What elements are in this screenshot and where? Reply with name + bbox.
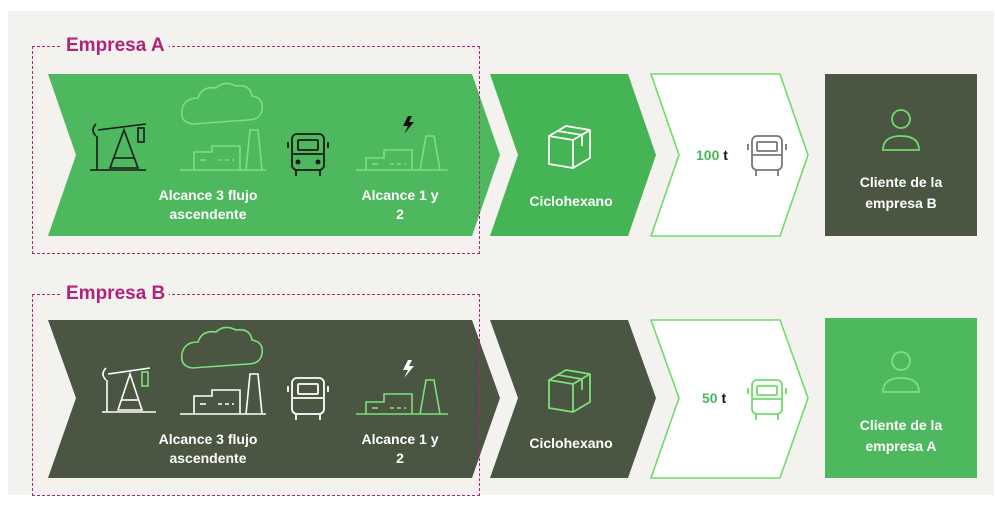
factory-icon — [180, 326, 266, 415]
row-b-customer-box — [825, 318, 977, 478]
row-a-company-dashed-frame — [32, 46, 480, 254]
bus-icon — [287, 377, 329, 420]
row-b-upstream-label: Alcance 3 flujo ascendente — [158, 431, 258, 466]
row-a-transport-chevron — [649, 73, 809, 237]
row-b-upstream-chevron — [48, 320, 500, 478]
row-a-quantity-value: 100 — [696, 147, 720, 163]
bus-icon — [747, 379, 787, 420]
row-a-upstream-label: Alcance 3 flujo ascendente — [158, 187, 258, 222]
bus-icon — [747, 135, 787, 176]
person-icon — [882, 109, 920, 151]
row-b-customer-label: Cliente de la empresa A — [859, 417, 943, 454]
row-a-scope-label: Alcance 1 y 2 — [361, 187, 439, 222]
row-b-quantity: 50 t — [702, 390, 726, 406]
row-b-scope-label: Alcance 1 y 2 — [361, 431, 439, 466]
lightning-factory-icon — [356, 379, 448, 415]
box-icon — [548, 125, 591, 169]
row-b-transport-chevron — [649, 319, 809, 479]
oil-pump-icon — [102, 367, 156, 413]
row-b-product-label: Ciclohexano — [529, 435, 613, 451]
lightning-factory-icon — [356, 135, 448, 171]
bus-icon — [287, 133, 329, 176]
row-b-company-label: Empresa B — [62, 283, 170, 305]
row-a-customer-label: Cliente de la empresa B — [859, 174, 943, 211]
row-b-company-dashed-frame — [32, 294, 480, 496]
person-icon — [882, 351, 920, 393]
oil-pump-icon — [90, 123, 147, 171]
row-a-upstream-chevron — [48, 74, 500, 236]
row-a-customer-box — [825, 74, 977, 236]
row-a-quantity: 100 t — [696, 147, 728, 163]
lightning-bolt-icon — [403, 116, 414, 134]
row-a-product-label: Ciclohexano — [529, 193, 613, 209]
row-b-quantity-value: 50 — [702, 390, 718, 406]
row-a-quantity-unit: t — [723, 147, 728, 163]
factory-icon — [180, 82, 266, 171]
row-b-quantity-unit: t — [721, 390, 727, 406]
box-icon — [548, 369, 591, 413]
lightning-bolt-icon — [403, 360, 414, 378]
row-a-company-label: Empresa A — [62, 35, 169, 57]
